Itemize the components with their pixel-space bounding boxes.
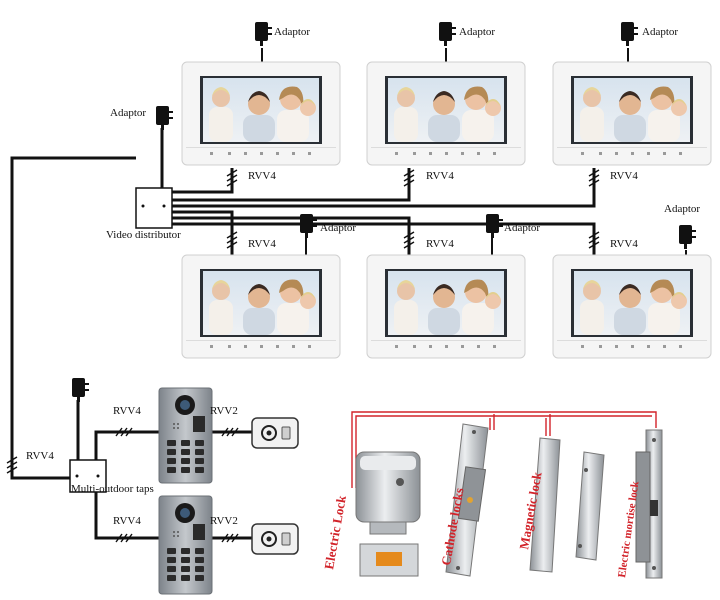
outdoor-door-stations <box>158 387 213 595</box>
rvv4-label: RVV4 <box>426 170 454 182</box>
cable-taps-station-2 <box>94 490 160 540</box>
indoor-monitor-icon <box>181 254 341 359</box>
exit-button-icon <box>251 523 299 555</box>
adaptor-label: Adaptor <box>504 222 540 234</box>
adaptor-label: Adaptor <box>110 107 146 119</box>
indoor-monitor-icon <box>552 254 712 359</box>
power-adaptor-icon <box>156 106 173 130</box>
cable-taps-station-1 <box>94 430 160 462</box>
exit-button-icon <box>251 417 299 449</box>
power-adaptor-icon <box>621 22 638 46</box>
indoor-monitors <box>181 61 712 359</box>
rvv4-label: RVV4 <box>248 238 276 250</box>
adaptor-label: Adaptor <box>642 26 678 38</box>
outdoor-door-station-icon <box>158 495 213 595</box>
rvv4-label: RVV4 <box>610 170 638 182</box>
rvv4-label: RVV4 <box>426 238 454 250</box>
video-distributor <box>135 187 173 229</box>
rvv2-label: RVV2 <box>210 405 238 417</box>
indoor-monitor-icon <box>366 254 526 359</box>
electric-lock-label: Electric Lock <box>321 494 349 571</box>
mortise-lock-icon <box>635 429 663 579</box>
power-adaptor-icon <box>72 378 89 402</box>
multi-outdoor-taps <box>69 459 107 493</box>
cable-dist-monitor-4 <box>172 210 234 258</box>
video-distributor-label: Video distributor <box>106 229 181 241</box>
adaptor-labels: Adaptor Adaptor Adaptor Adaptor Adaptor … <box>110 26 700 234</box>
rvv4-label: RVV4 <box>248 170 276 182</box>
indoor-monitor-icon <box>181 61 341 166</box>
multi-outdoor-taps-label: Multi-outdoor taps <box>71 483 154 495</box>
cable-dist-monitor-3 <box>172 168 596 208</box>
locks <box>355 423 663 579</box>
power-adaptor-icon <box>439 22 456 46</box>
power-adaptor-icon <box>255 22 272 46</box>
power-adaptor-icon <box>679 225 696 249</box>
cable-dist-monitor-2 <box>172 168 411 202</box>
indoor-monitor-icon <box>552 61 712 166</box>
rvv4-label: RVV4 <box>113 405 141 417</box>
electric-lock-icon <box>355 451 421 577</box>
adaptor-label: Adaptor <box>664 203 700 215</box>
rvv4-label: RVV4 <box>26 450 54 462</box>
exit-buttons <box>251 417 299 555</box>
rvv4-label: RVV4 <box>610 238 638 250</box>
cable-labels: RVV4 RVV4 RVV4 RVV4 RVV4 RVV4 RVV4 RVV4 … <box>26 170 638 527</box>
rvv2-label: RVV2 <box>210 515 238 527</box>
indoor-monitor-icon <box>366 61 526 166</box>
outdoor-door-station-icon <box>158 387 213 484</box>
cathode-lock-icon <box>445 423 489 577</box>
adaptor-label: Adaptor <box>459 26 495 38</box>
magnetic-lock-icon <box>529 437 605 573</box>
power-adaptor-icon <box>486 214 503 238</box>
adaptor-label: Adaptor <box>320 222 356 234</box>
main-rvv4-cable <box>10 156 136 480</box>
adaptor-label: Adaptor <box>274 26 310 38</box>
rvv4-label: RVV4 <box>113 515 141 527</box>
